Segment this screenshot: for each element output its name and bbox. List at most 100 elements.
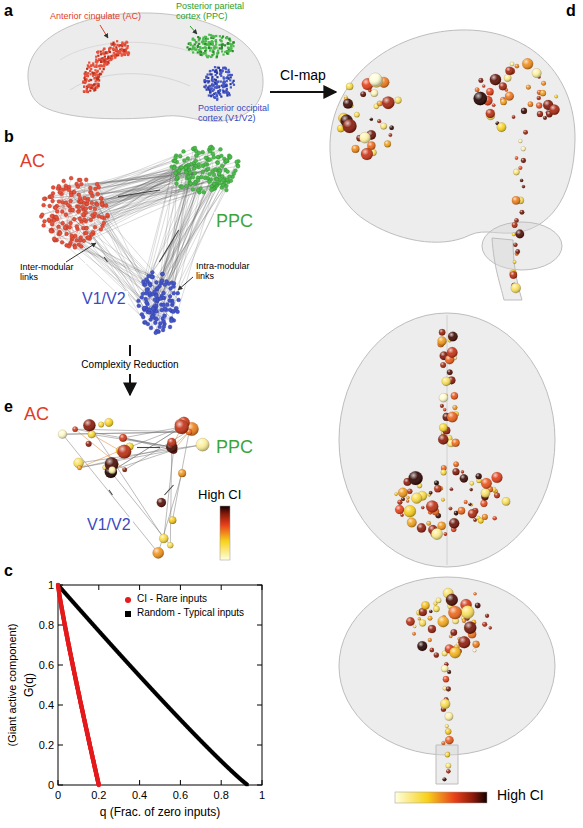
region-ac — [94, 66, 96, 68]
sphere-shine — [98, 422, 104, 428]
tick — [262, 780, 263, 785]
region-ac — [96, 87, 98, 89]
tick — [257, 705, 262, 706]
region-v1v2 — [227, 69, 229, 71]
sphere-shine — [159, 534, 168, 543]
network-node — [88, 186, 92, 190]
intra-modular-link — [146, 285, 167, 310]
reduced-link — [170, 442, 171, 545]
region-ac — [82, 80, 84, 82]
region-v1v2 — [218, 86, 220, 88]
intra-modular-link — [175, 161, 223, 185]
intra-modular-link — [56, 195, 79, 208]
region-ac — [89, 73, 91, 75]
region-ppc — [232, 50, 234, 52]
tick — [262, 585, 263, 590]
region-ac — [108, 62, 110, 64]
network-node — [66, 203, 70, 207]
network-node — [222, 183, 226, 187]
network-node — [160, 279, 164, 283]
region-ac — [100, 53, 102, 55]
region-ppc — [200, 51, 202, 53]
network-node — [52, 237, 56, 241]
sphere-shine — [153, 547, 164, 558]
region-v1v2 — [227, 77, 229, 79]
network-node — [77, 193, 81, 197]
inter-modular-link — [153, 161, 196, 309]
network-node — [184, 166, 188, 170]
region-ppc — [205, 54, 207, 56]
region-v1v2 — [219, 69, 221, 71]
region-ac — [124, 54, 126, 56]
network-node — [58, 190, 62, 194]
intra-modular-link — [55, 178, 71, 240]
region-v1v2 — [219, 94, 221, 96]
region-ppc — [227, 43, 229, 45]
sphere — [58, 430, 67, 439]
sphere-shine — [77, 466, 82, 471]
network-node — [67, 188, 71, 192]
network-node — [201, 150, 205, 154]
region-v1v2 — [211, 79, 213, 81]
network-node — [187, 175, 191, 179]
region-ac — [96, 83, 98, 85]
region-ppc — [222, 43, 224, 45]
tick — [257, 665, 262, 666]
region-ac — [94, 77, 96, 79]
region-v1v2 — [204, 79, 206, 81]
region-ppc — [192, 45, 194, 47]
network-node — [184, 184, 188, 188]
network-node — [53, 206, 57, 210]
network-node — [84, 226, 88, 230]
region-v1v2 — [227, 91, 229, 93]
intra-modular-link — [198, 174, 234, 190]
region-ppc — [221, 50, 223, 52]
region-ac — [107, 55, 109, 57]
network-node — [160, 279, 164, 283]
network-node — [177, 298, 181, 302]
network-node — [178, 154, 182, 158]
region-ppc — [232, 41, 234, 43]
region-ppc — [209, 49, 211, 51]
network-node — [75, 239, 79, 243]
region-ppc — [208, 41, 210, 43]
region-ppc — [226, 36, 228, 38]
region-ac — [98, 59, 100, 61]
reduced-link — [111, 427, 182, 472]
sphere-shine — [86, 441, 92, 447]
reduced-link — [92, 434, 120, 450]
region-ppc — [204, 41, 206, 43]
inter-modular-link — [86, 204, 156, 294]
region-v1v2 — [217, 80, 219, 82]
region-ppc — [198, 43, 200, 45]
intra-modular-link — [51, 189, 66, 231]
region-ppc — [230, 45, 232, 47]
network-node — [76, 210, 80, 214]
region-ppc — [194, 39, 196, 41]
region-v1v2 — [223, 84, 225, 86]
region-v1v2 — [210, 88, 212, 90]
region-v1v2 — [205, 76, 207, 78]
network-node — [225, 159, 229, 163]
intra-modular-link — [172, 167, 200, 192]
network-node — [217, 172, 221, 176]
network-node — [95, 203, 99, 207]
network-node — [146, 322, 150, 326]
network-node — [64, 213, 68, 217]
region-ac — [93, 84, 95, 86]
region-ppc — [192, 37, 194, 39]
network-node — [154, 294, 158, 298]
network-node — [167, 282, 171, 286]
sphere — [72, 427, 77, 432]
region-ppc — [217, 50, 219, 52]
network-node — [215, 160, 219, 164]
network-node — [207, 180, 211, 184]
network-node — [162, 303, 166, 307]
brain-sulcus — [70, 74, 190, 90]
region-ppc — [213, 47, 215, 49]
region-ac — [106, 62, 108, 64]
network-node — [208, 158, 212, 162]
sphere — [178, 469, 186, 477]
network-node — [42, 203, 46, 207]
region-ppc — [189, 43, 191, 45]
